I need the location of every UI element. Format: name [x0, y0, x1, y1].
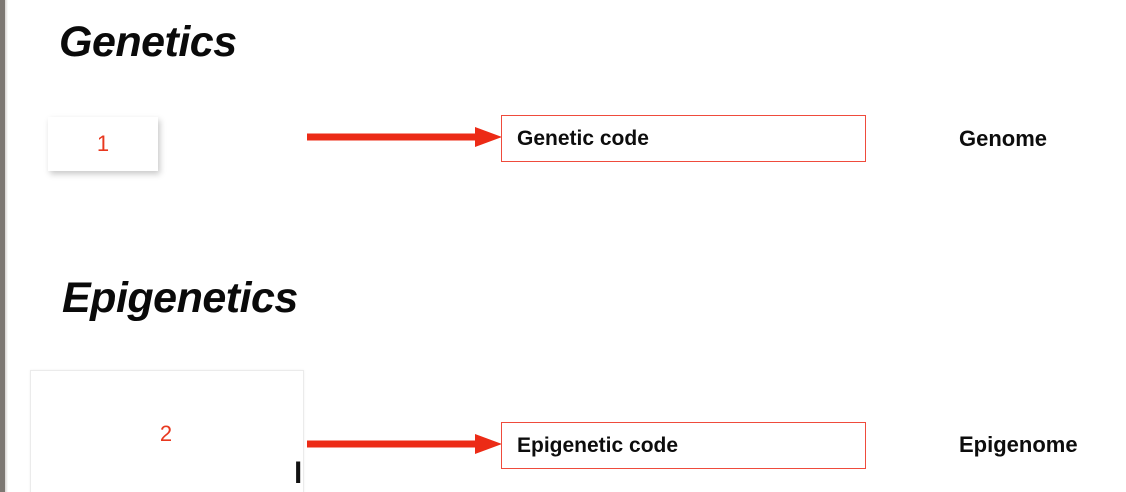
clipped-glyph-epigenetics: l [294, 457, 303, 490]
code-box-genetic[interactable]: Genetic code [501, 115, 866, 162]
code-box-epigenetic[interactable]: Epigenetic code [501, 422, 866, 469]
illustration-card-epigenetics [30, 370, 304, 492]
arrow-right-genetics-icon [307, 125, 502, 149]
illustration-card-genetics [48, 117, 158, 171]
code-box-epigenetic-label: Epigenetic code [517, 433, 679, 457]
caption-genome: Genome [959, 126, 1048, 151]
section-heading-epigenetics: Epigenetics [62, 274, 298, 322]
caption-epigenome: Epigenome [959, 432, 1078, 457]
slide-left-edge-stripe [0, 0, 5, 492]
section-heading-genetics: Genetics [59, 18, 237, 66]
arrow-right-epigenetics-icon [307, 432, 502, 456]
illustration-card-epigenetics-number: 2 [159, 421, 173, 446]
illustration-card-genetics-number: 1 [96, 131, 110, 156]
slide-left-edge-shadow [5, 0, 8, 492]
code-box-genetic-label: Genetic code [517, 126, 649, 150]
